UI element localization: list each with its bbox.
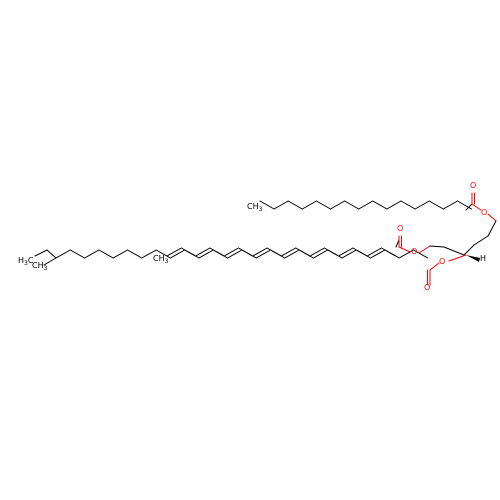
chain2-bond-8: [280, 247, 297, 257]
chain3-bond-20: [341, 249, 357, 259]
chain1-bond-13: [442, 200, 458, 210]
glycerol-ch2-2b: [443, 246, 465, 256]
chain2-carbonyl-oxygen: O: [397, 224, 403, 233]
chain1-bond-12: [428, 200, 444, 210]
chain3-bond-25: [413, 249, 429, 259]
chain3-bond-5: [127, 249, 143, 259]
chain1-bond-2: [287, 200, 303, 210]
glycerol-ch2-2a: [429, 245, 445, 248]
chain1-bond-9: [386, 200, 402, 210]
glycerol-to-center: [473, 235, 489, 246]
chain1-terminal-methyl: CH3: [247, 202, 263, 213]
chain3-bond-6: [141, 249, 157, 259]
chain3-carbonyl-oxygen: O: [424, 283, 430, 292]
chain3-branch-methyl: CH3: [32, 261, 48, 272]
chain1-c-o-single: [471, 203, 482, 211]
chain1-carbonyl-oxygen: O: [470, 181, 476, 190]
chain3-bond-24: [398, 249, 414, 259]
chain1-bond-10: [400, 200, 416, 210]
chain1-bond-6: [344, 200, 360, 210]
chain3-ethyl-b: [46, 249, 57, 259]
center-to-o3: [448, 254, 467, 262]
o3-to-carbonyl3: [429, 262, 440, 271]
chain1-to-carbonyl: [465, 203, 473, 211]
chain2-ester-oxygen: O: [411, 247, 417, 256]
chain3-bond-11: [212, 249, 229, 259]
chain1-bond-4: [315, 200, 331, 210]
chain3-bond-2: [84, 249, 100, 259]
glycerol-center: [463, 244, 475, 256]
chain3-bond-7: [155, 249, 171, 259]
chain3-bond-13: [241, 249, 257, 259]
stereo-wedge: [466, 255, 480, 262]
chain3-bond-21: [355, 249, 372, 259]
chain1-bond-14: [456, 200, 472, 210]
chain3-bond-1: [69, 249, 86, 259]
chain3-methyl-branch: [43, 257, 57, 266]
stereocenter-hydrogen: H: [480, 254, 486, 263]
chain3-bond-0: [55, 249, 71, 259]
chain3-bond-23: [384, 249, 400, 259]
chain1-ester-oxygen: O: [481, 208, 487, 217]
chain3-bond-12: [227, 249, 243, 259]
chain1-bond-5: [330, 200, 346, 210]
chain1-bond-0: [259, 200, 275, 210]
chain3-bond-17: [298, 249, 314, 259]
chain1-bond-11: [414, 200, 430, 210]
chain3-bond-16: [284, 249, 300, 259]
chain3-bond-15: [270, 249, 286, 259]
chain3-bond-22: [370, 249, 386, 259]
chain3-bond-4: [112, 249, 128, 259]
chain3-bond-8: [169, 249, 186, 259]
chain1-o-ch2: [487, 213, 497, 222]
chain2-bond-0: [166, 247, 182, 257]
chain2-bond-12: [338, 247, 354, 257]
chain2-terminal-methyl: CH3: [153, 254, 169, 265]
chain1-bond-8: [372, 200, 388, 210]
chain2-c-o-single: [398, 246, 411, 253]
chain3-ethyl-a: [34, 249, 48, 257]
chain3-bond-18: [312, 249, 329, 259]
chain2-bond-14: [366, 247, 382, 257]
chain3-bond-10: [198, 249, 214, 259]
chain1-bond-3: [301, 200, 317, 210]
bond-lines: [34, 192, 497, 286]
chain3-bond-3: [98, 249, 114, 259]
chain3-bond-14: [255, 249, 271, 259]
chain2-bond-2: [195, 247, 211, 257]
chain2-bond-6: [252, 247, 268, 257]
glycerol-ch2-1: [487, 220, 497, 237]
chain1-bond-1: [273, 200, 289, 210]
chain2-bond-10: [309, 247, 325, 257]
chain2-o-ch2: [418, 245, 431, 254]
chain3-bond-19: [327, 249, 343, 259]
chain3-terminal-h3c: H3C: [18, 256, 34, 267]
chain1-bond-7: [358, 200, 374, 210]
chain3-bond-9: [184, 249, 200, 259]
chain3-ester-oxygen: O: [439, 257, 445, 266]
chain2-bond-4: [223, 247, 239, 257]
